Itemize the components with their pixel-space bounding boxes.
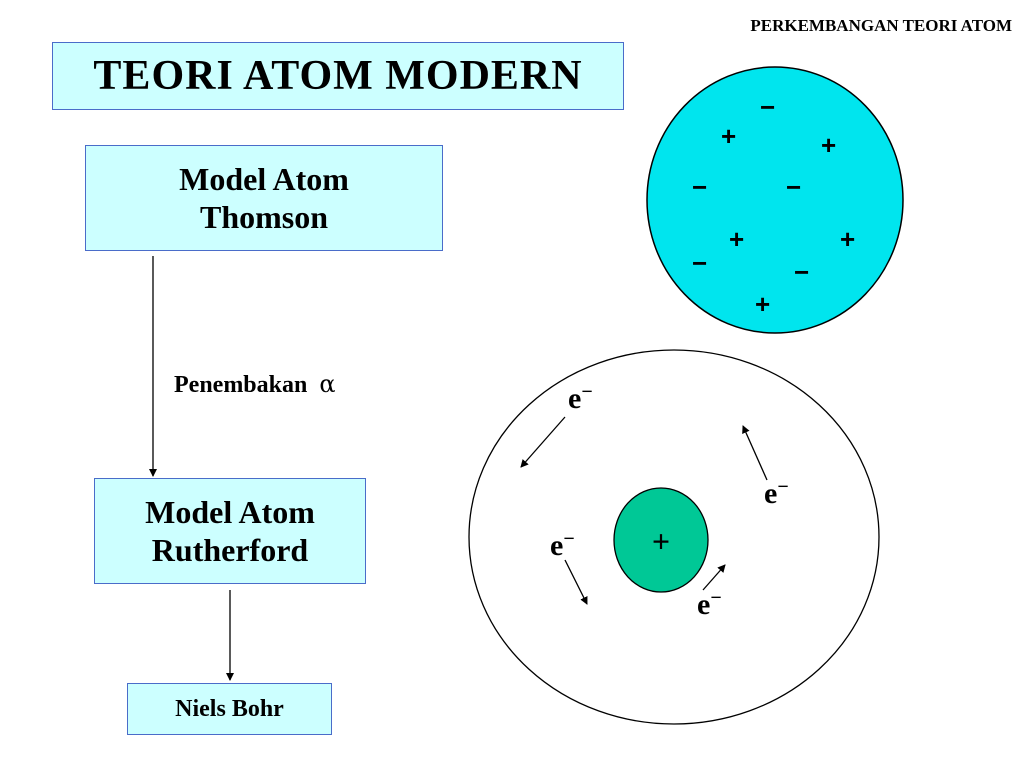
electron-label: e [697,588,710,621]
plus-sign: + [755,289,770,319]
electron-arrow [520,416,566,468]
minus-sign: − [760,92,775,122]
rutherford-model-box: Model Atom Rutherford [94,478,366,584]
electron: e− [520,381,593,468]
rutherford-box-line2: Rutherford [151,532,309,568]
electron-label: e [550,529,563,562]
electron-arrow [702,564,726,591]
electron-charge: − [777,476,788,498]
rutherford-box-line1: Model Atom [145,494,315,530]
minus-sign: − [692,172,707,202]
electron-arrow [742,425,768,481]
electron-arrow [564,559,588,605]
plus-sign: + [840,224,855,254]
svg-text:e−: e− [697,587,722,621]
main-title: TEORI ATOM MODERN [52,42,624,110]
plus-sign: + [729,224,744,254]
electron-charge: − [710,587,721,609]
transition-label: Penembakan α [174,370,336,399]
svg-text:e−: e− [568,381,593,415]
electron: e− [697,564,726,621]
electron-label: e [764,477,777,510]
plus-sign: + [721,121,736,151]
bohr-model-box: Niels Bohr [127,683,332,735]
svg-text:e−: e− [764,476,789,510]
electron-charge: − [581,381,592,403]
minus-sign: − [794,257,809,287]
electron: e− [742,425,789,510]
electron: e− [550,528,588,605]
thomson-sphere [646,66,904,334]
minus-sign: − [786,172,801,202]
svg-text:e−: e− [550,528,575,562]
nucleus [613,487,709,593]
nucleus-plus-sign: + [652,523,670,559]
thomson-box-line1: Model Atom [179,161,349,197]
thomson-model-box: Model Atom Thomson [85,145,443,251]
alpha-symbol: α [319,370,336,398]
electron-label: e [568,382,581,415]
transition-label-text: Penembakan [174,372,308,398]
minus-sign: − [692,248,707,278]
electron-charge: − [563,528,574,550]
plus-sign: + [821,130,836,160]
thomson-box-line2: Thomson [199,199,329,235]
header-title: PERKEMBANGAN TEORI ATOM [750,16,1012,35]
